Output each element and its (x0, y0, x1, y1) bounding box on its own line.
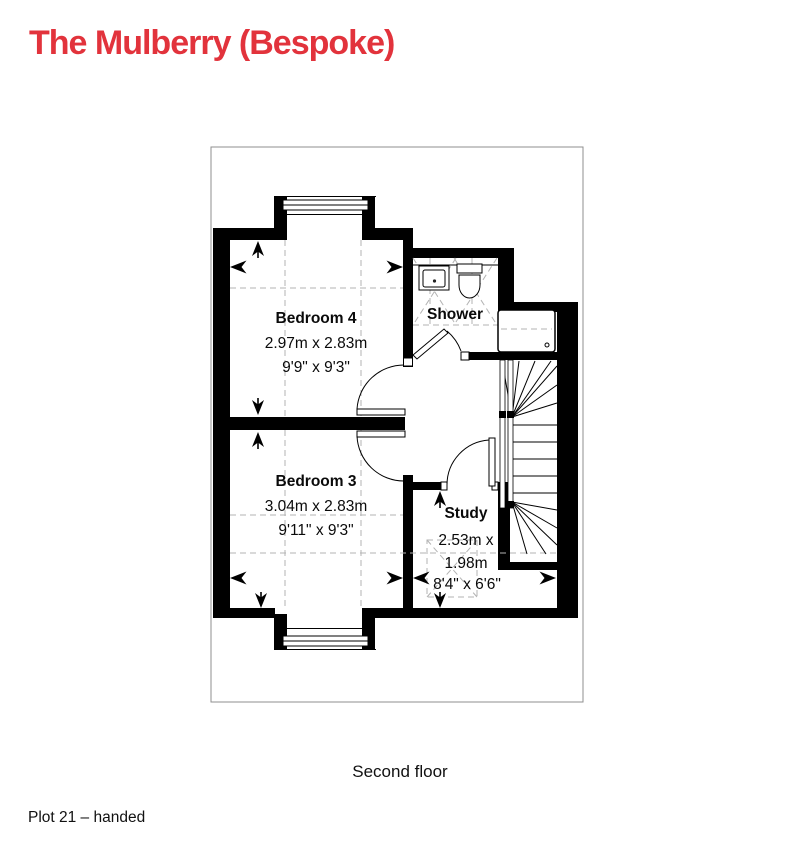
arrow-up-icon (252, 241, 264, 258)
shower-tray-icon (497, 309, 556, 353)
arrow-right-icon (386, 260, 403, 274)
arrow-left-icon (413, 571, 430, 585)
room-labels: Bedroom 4 2.97m x 2.83m 9'9" x 9'3" Bedr… (265, 306, 501, 593)
shower-fixtures (413, 263, 556, 353)
arrow-left-icon (230, 260, 247, 274)
arrow-right-icon (386, 571, 403, 585)
arrow-up-icon (252, 432, 264, 449)
shower-door (403, 328, 470, 367)
arrow-down-icon (252, 398, 264, 415)
stair-balustrade (499, 359, 514, 509)
study-size-imperial: 8'4" x 6'6" (433, 576, 501, 593)
floor-plan: Bedroom 4 2.97m x 2.83m 9'9" x 9'3" Bedr… (210, 146, 584, 703)
bedroom3-size-imperial: 9'11" x 9'3" (278, 522, 353, 539)
study-door (440, 437, 499, 491)
plot-caption: Plot 21 – handed (28, 809, 146, 826)
floor-caption: Second floor (352, 762, 448, 781)
arrow-right-icon (539, 571, 556, 585)
shower-name: Shower (427, 306, 483, 323)
slope-arrows (230, 241, 556, 608)
study-size-metric-2: 1.98m (444, 555, 487, 572)
arrow-down-icon (255, 592, 267, 608)
dormer-window-bottom (274, 628, 376, 650)
arrow-left-icon (230, 571, 247, 585)
staircase (499, 359, 558, 555)
bedroom4-name: Bedroom 4 (276, 310, 357, 327)
doors (356, 328, 499, 491)
walls (213, 196, 578, 650)
arrow-down-icon (434, 592, 446, 608)
page-title: The Mulberry (Bespoke) (29, 24, 395, 62)
bedroom3-door (356, 430, 406, 482)
dormer-window-top (274, 196, 376, 215)
sink-icon (418, 265, 450, 291)
study-size-metric-1: 2.53m x (438, 532, 493, 549)
bedroom3-size-metric: 3.04m x 2.83m (265, 498, 368, 515)
arrow-up-icon (434, 491, 446, 508)
study-name: Study (444, 505, 487, 522)
bedroom3-name: Bedroom 3 (276, 473, 357, 490)
bedroom4-door (356, 364, 406, 416)
toilet-icon (456, 263, 483, 299)
bedroom4-size-imperial: 9'9" x 9'3" (282, 359, 350, 376)
bedroom4-size-metric: 2.97m x 2.83m (265, 335, 368, 352)
